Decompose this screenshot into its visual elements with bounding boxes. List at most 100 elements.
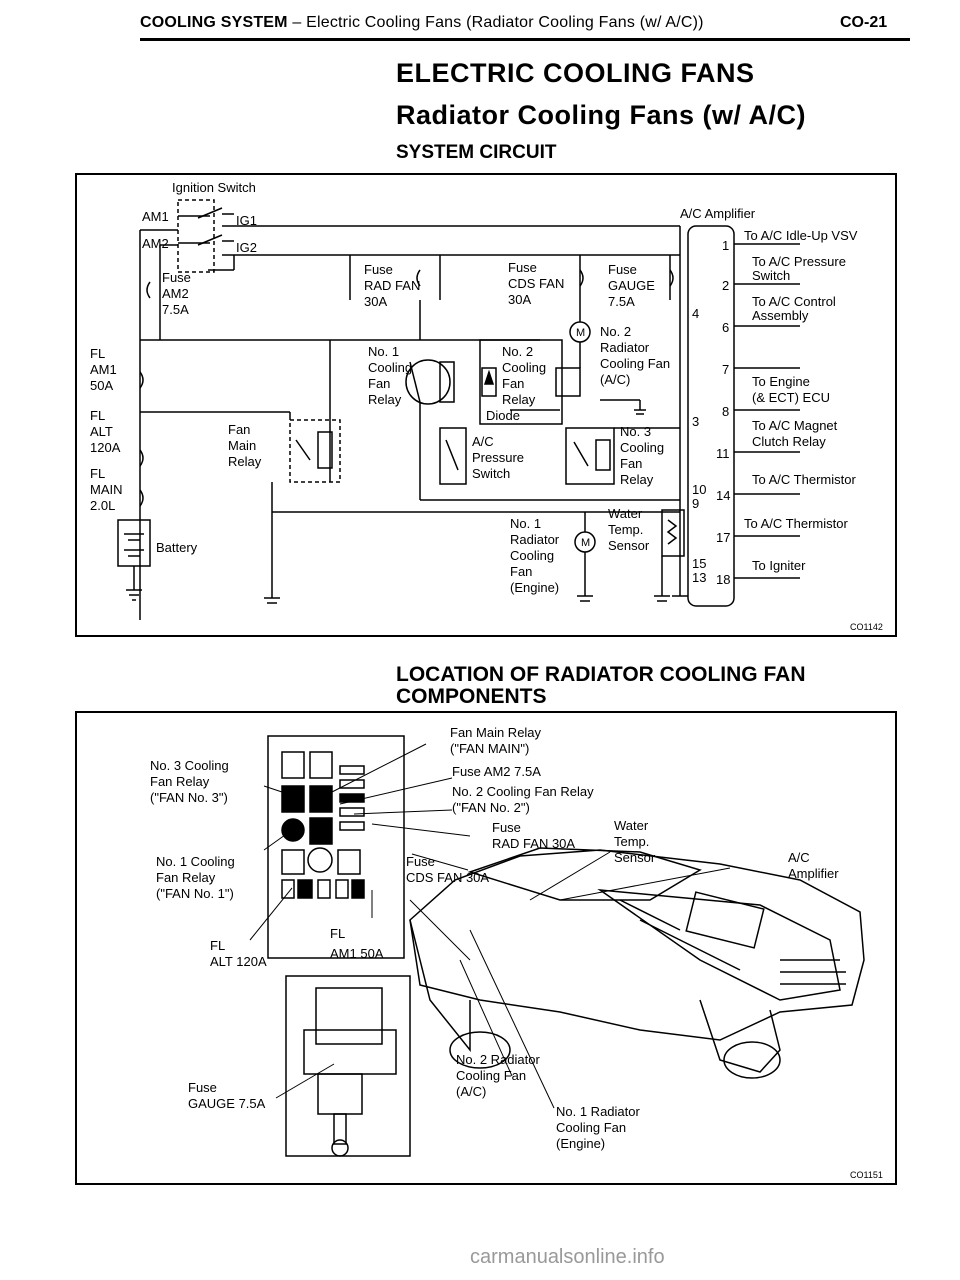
label-fan-main-relay-loc: Fan Main Relay [450, 725, 542, 740]
label-fl-am1-name: AM1 [90, 362, 117, 377]
label-fan-main-relay-2: Main [228, 438, 256, 453]
label-no1-relay-loc: No. 1 Cooling [156, 854, 235, 869]
label-no3-relay-4: Relay [620, 472, 654, 487]
car-illustration [409, 847, 865, 1079]
label-no2-fan-loc: No. 2 Radiator [456, 1052, 540, 1067]
label-fuse-am2-loc: Fuse AM2 7.5A [452, 764, 541, 779]
label-fuse-rad-fan-name: RAD FAN [364, 278, 420, 293]
label-fuse-cds-fan-loc-2: CDS FAN 30A [406, 870, 489, 885]
page-subtitle: Radiator Cooling Fans (w/ A/C) [396, 100, 806, 130]
label-motor-no1: M [581, 537, 590, 549]
label-ac-amplifier-loc: A/C [788, 850, 810, 865]
label-fl-alt-loc: FL [210, 938, 225, 953]
label-no2-fan-4: (A/C) [600, 372, 630, 387]
pin-2: 2 [722, 278, 729, 293]
label-no3-relay-loc-2: Fan Relay [150, 774, 210, 789]
pin-10: 10 [692, 482, 706, 497]
junction-block-icon [285, 975, 411, 1157]
pin-3: 3 [692, 414, 699, 429]
label-no1-fan-2: Radiator [510, 532, 560, 547]
label-fl-am1: FL [90, 346, 105, 361]
label-no1-fan-4: Fan [510, 564, 532, 579]
label-water-temp-loc-2: Temp. [614, 834, 649, 849]
pin-14: 14 [716, 488, 730, 503]
label-ignition-switch: Ignition Switch [172, 180, 256, 195]
pin-1: 1 [722, 238, 729, 253]
label-no1-relay-4: Relay [368, 392, 402, 407]
label-fl-alt-loc-2: ALT 120A [210, 954, 267, 969]
pin-4: 4 [692, 306, 699, 321]
label-water-temp-2: Temp. [608, 522, 643, 537]
label-fuse-cds-fan-name: CDS FAN [508, 276, 564, 291]
out-1: To A/C Idle-Up VSV [744, 228, 858, 243]
label-ig2: IG2 [236, 240, 257, 255]
label-fl-alt-name: ALT [90, 424, 113, 439]
out-8b: Clutch Relay [752, 434, 826, 449]
label-no3-relay-2: Cooling [620, 440, 664, 455]
label-fl-alt-rating: 120A [90, 440, 121, 455]
watermark: carmanualsonline.info [470, 1246, 665, 1268]
fusible-link-am1-icon [139, 371, 144, 389]
water-temp-sensor-icon [661, 509, 685, 557]
label-fuse-am2-name: AM2 [162, 286, 189, 301]
out-7a: To Engine [752, 374, 810, 389]
label-no1-fan-5: (Engine) [510, 580, 559, 595]
fan-main-relay-icon [289, 412, 341, 483]
label-fuse-gauge-loc: Fuse [188, 1080, 217, 1095]
label-fuse-gauge: Fuse [608, 262, 637, 277]
battery-icon [117, 519, 151, 601]
out-8a: To A/C Magnet [752, 418, 838, 433]
no2-cooling-fan-relay-icon [479, 339, 581, 425]
label-no3-relay: No. 3 [620, 424, 651, 439]
label-fl-main-name: MAIN [90, 482, 123, 497]
out-6a: To A/C Control [752, 294, 836, 309]
label-no1-fan-3: Cooling [510, 548, 554, 563]
out-2a: To A/C Pressure [752, 254, 846, 269]
label-no1-fan-loc-2: Cooling Fan [556, 1120, 626, 1135]
page-title: ELECTRIC COOLING FANS [396, 58, 755, 88]
pin-15: 15 [692, 556, 706, 571]
label-no1-relay-3: Fan [368, 376, 390, 391]
ac-amplifier-box [672, 225, 800, 607]
label-fl-am1-rating: 50A [90, 378, 113, 393]
label-no2-relay-3: Fan [502, 376, 524, 391]
location-labels: Fan Main Relay ("FAN MAIN") Fuse AM2 7.5… [150, 725, 883, 1180]
page-header: COOLING SYSTEM – Electric Cooling Fans (… [140, 14, 704, 31]
label-ac-pressure-switch-2: Pressure [472, 450, 524, 465]
label-fuse-rad-fan: Fuse [364, 262, 393, 277]
label-fuse-rad-fan-rating: 30A [364, 294, 387, 309]
pin-7: 7 [722, 362, 729, 377]
label-no1-fan-loc-3: (Engine) [556, 1136, 605, 1151]
label-fuse-cds-fan: Fuse [508, 260, 537, 275]
label-ac-amplifier-loc-2: Amplifier [788, 866, 839, 881]
label-fl-am1-loc-2: AM1 50A [330, 946, 384, 961]
label-no2-fan-loc-2: Cooling Fan [456, 1068, 526, 1083]
leader-lines [249, 743, 731, 1109]
system-circuit-diagram [75, 173, 897, 637]
label-no1-fan-loc: No. 1 Radiator [556, 1104, 640, 1119]
label-am1: AM1 [142, 209, 169, 224]
label-fan-main-relay: Fan [228, 422, 250, 437]
label-no1-relay-2: Cooling [368, 360, 412, 375]
out-2b: Switch [752, 268, 790, 283]
label-fan-main-relay-3: Relay [228, 454, 262, 469]
circuit-labels: Ignition Switch AM1 AM2 IG1 IG2 Fuse AM2… [90, 180, 883, 632]
label-no2-relay-loc-2: ("FAN No. 2") [452, 800, 530, 815]
label-no1-fan: No. 1 [510, 516, 541, 531]
label-diode: Diode [486, 408, 520, 423]
label-fl-main-rating: 2.0L [90, 498, 115, 513]
label-no3-relay-loc-3: ("FAN No. 3") [150, 790, 228, 805]
pin-8: 8 [722, 404, 729, 419]
label-water-temp-3: Sensor [608, 538, 650, 553]
out-14: To A/C Thermistor [752, 472, 856, 487]
header-rule [140, 38, 910, 41]
label-motor-no2: M [576, 327, 585, 339]
location-code: CO1151 [850, 1170, 883, 1180]
label-fuse-gauge-name: GAUGE [608, 278, 655, 293]
label-fuse-gauge-loc-2: GAUGE 7.5A [188, 1096, 266, 1111]
pin-11: 11 [716, 446, 730, 461]
circuit-heading: SYSTEM CIRCUIT [396, 142, 557, 163]
label-no2-fan-2: Radiator [600, 340, 650, 355]
label-fuse-gauge-rating: 7.5A [608, 294, 635, 309]
ignition-switch-icon [177, 199, 680, 273]
